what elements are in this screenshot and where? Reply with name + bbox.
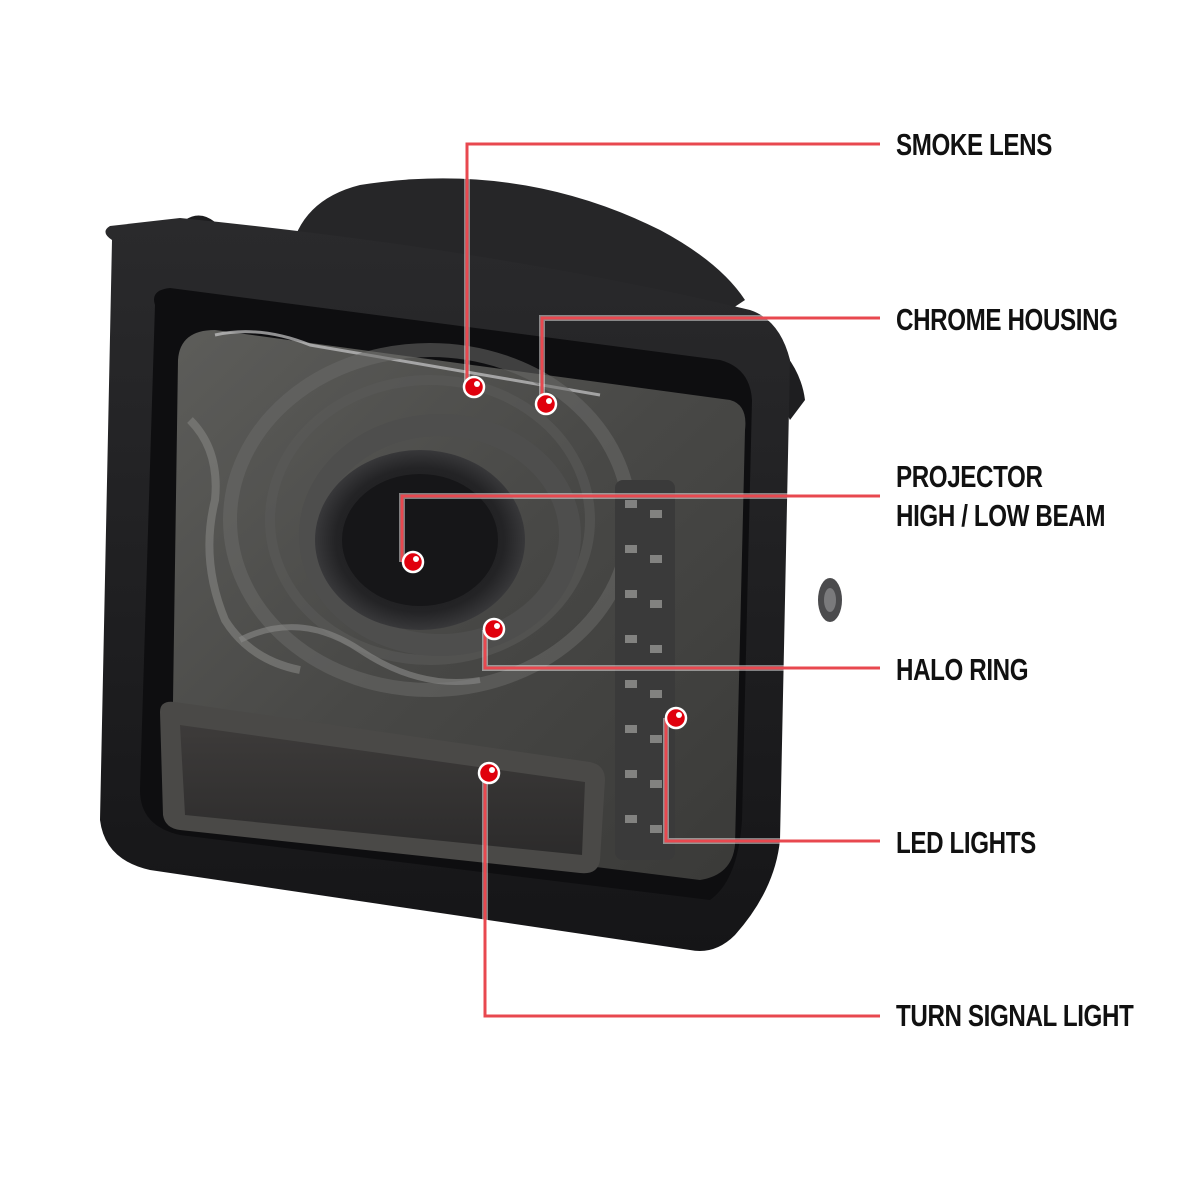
label-projector: PROJECTOR xyxy=(896,459,1043,494)
label-halo-ring: HALO RING xyxy=(896,652,1029,687)
label-smoke-lens: SMOKE LENS xyxy=(896,127,1052,162)
label-turn-signal: TURN SIGNAL LIGHT xyxy=(896,998,1134,1033)
label-projector-line2: HIGH / LOW BEAM xyxy=(896,498,1106,533)
label-led-lights: LED LIGHTS xyxy=(896,825,1036,860)
label-chrome-housing: CHROME HOUSING xyxy=(896,302,1118,337)
